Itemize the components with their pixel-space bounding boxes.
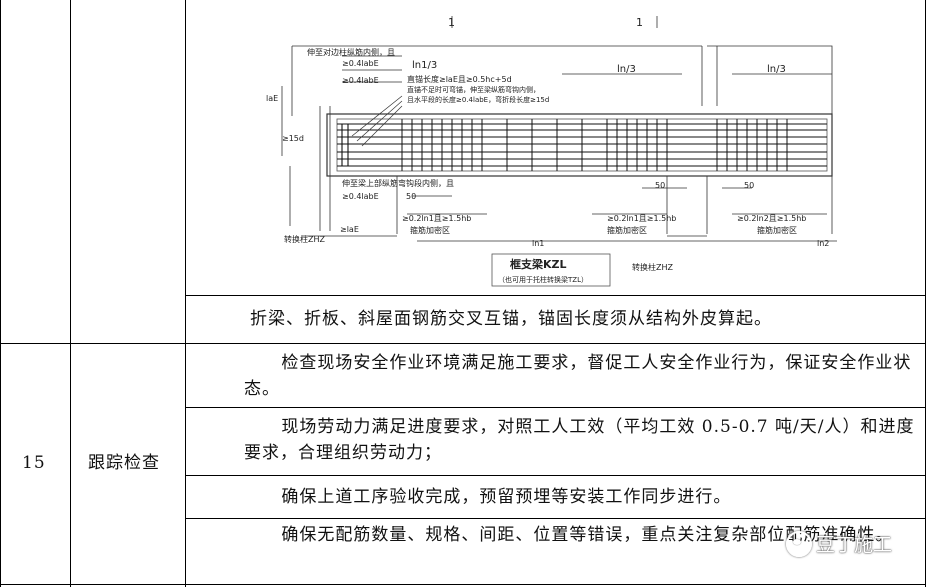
drawing-label: ln1 bbox=[532, 239, 544, 248]
drawing-label: ≥0.2ln1且≥1.5hb bbox=[607, 214, 676, 223]
anchorage-note: 折梁、折板、斜屋面钢筋交叉互锚，锚固长度须从结构外皮算起。 bbox=[250, 309, 772, 329]
section-marker: 1 bbox=[448, 16, 455, 29]
drawing-label: laE bbox=[266, 94, 278, 103]
drawing-label: 50 bbox=[406, 192, 416, 201]
check-item: 确保上道工序验收完成，预留预埋等安装工作同步进行。 bbox=[281, 487, 732, 507]
drawing-label: ≥0.4labE bbox=[342, 59, 379, 68]
drawing-label: ln2 bbox=[817, 239, 829, 248]
drawing-label: 伸至对边柱纵筋内侧，且 bbox=[307, 47, 395, 57]
drawing-label: ≥15d bbox=[282, 134, 304, 143]
drawing-label: 转换柱ZHZ bbox=[632, 262, 673, 272]
table-border-left bbox=[0, 0, 1, 587]
drawing-label: ≥0.2ln1且≥1.5hb bbox=[402, 214, 471, 223]
row-number: 15 bbox=[22, 453, 46, 473]
table-border-bottom bbox=[0, 584, 926, 585]
row-divider-main bbox=[0, 343, 926, 344]
kzl-beam-drawing: 1 1 伸至对边柱纵筋内侧，且 ≥0.4labE ≥0.4labE ln1/3 … bbox=[266, 16, 837, 287]
drawing-label: 转换柱ZHZ bbox=[284, 234, 325, 244]
row-title: 跟踪检查 bbox=[88, 453, 160, 473]
drawing-label: 直锚长度≥laE且≥0.5hc+5d bbox=[407, 74, 512, 84]
check-item: 检查现场安全作业环境满足施工要求，督促工人安全作业行为，保证安全作业状态。 bbox=[244, 353, 912, 399]
drawing-label: ln/3 bbox=[767, 64, 786, 75]
drawing-label: ≥0.2ln2且≥1.5hb bbox=[737, 214, 806, 223]
row-divider bbox=[185, 295, 925, 296]
drawing-label: ≥0.4labE bbox=[342, 76, 379, 85]
drawing-label: ln/3 bbox=[617, 64, 636, 75]
table-divider-col2 bbox=[185, 0, 186, 587]
table-border-right bbox=[925, 0, 926, 587]
drawing-label: 伸至梁上部纵筋弯钩段内侧，且 bbox=[342, 178, 454, 188]
drawing-label: 50 bbox=[744, 181, 754, 190]
drawing-title: 框支梁KZL bbox=[510, 257, 567, 271]
watermark: 豆丁施工 bbox=[786, 530, 892, 557]
drawing-label: 且水平段的长度≥0.4labE，弯折段长度≥15d bbox=[407, 95, 549, 104]
check-item: 确保无配筋数量、规格、间距、位置等错误，重点关注复杂部位配筋准确性。 bbox=[281, 525, 894, 545]
row-divider bbox=[185, 475, 925, 476]
drawing-label: ≥0.4labE bbox=[342, 192, 379, 201]
drawing-label: 箍筋加密区 bbox=[757, 225, 797, 235]
drawing-label: 直锚不足时可弯锚，伸至梁纵筋弯钩内侧， bbox=[407, 85, 540, 94]
drawing-label: 50 bbox=[655, 181, 665, 190]
table-divider-col1 bbox=[70, 0, 71, 587]
drawing-label: ln1/3 bbox=[412, 60, 437, 71]
drawing-label: 箍筋加密区 bbox=[607, 225, 647, 235]
drawing-label: 箍筋加密区 bbox=[410, 225, 450, 235]
check-item: 现场劳动力满足进度要求，对照工人工效（平均工效 0.5-0.7 吨/天/人）和进… bbox=[244, 417, 915, 463]
drawing-label: ≥laE bbox=[340, 225, 359, 234]
section-marker: 1 bbox=[636, 16, 643, 29]
row-divider bbox=[185, 407, 925, 408]
row-divider bbox=[185, 518, 925, 519]
chat-bubble-icon bbox=[786, 530, 812, 557]
drawing-subtitle: （也可用于托柱转换梁TZL） bbox=[498, 275, 588, 284]
watermark-text: 豆丁施工 bbox=[816, 534, 893, 556]
